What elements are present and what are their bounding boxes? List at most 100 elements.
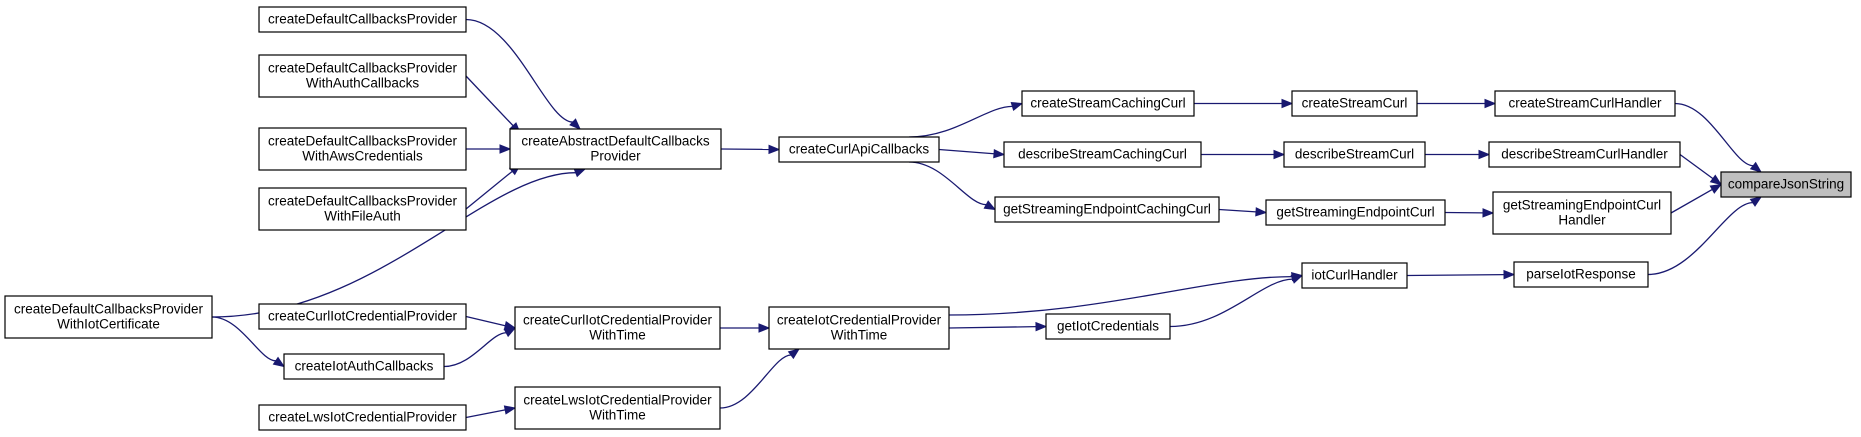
arrowhead-n9-n16 bbox=[1749, 161, 1763, 173]
node-label: createDefaultCallbacksProvider bbox=[14, 302, 204, 317]
node-createcurliotcredentialprovider[interactable]: createCurlIotCredentialProvider bbox=[258, 303, 467, 330]
arrowhead-n6-n10 bbox=[993, 148, 1006, 159]
node-box[interactable] bbox=[778, 136, 940, 163]
arrowhead-n21-n22 bbox=[1035, 321, 1048, 332]
node-label: WithIotCertificate bbox=[57, 317, 160, 332]
edge-n17-n20 bbox=[211, 316, 276, 362]
node-label: getIotCredentials bbox=[1057, 319, 1159, 334]
node-createiotauthcallbacks[interactable]: createIotAuthCallbacks bbox=[283, 353, 445, 380]
node-label: createCurlIotCredentialProvider bbox=[268, 309, 458, 324]
edge-n23-n24 bbox=[1406, 273, 1505, 277]
node-box[interactable] bbox=[1283, 141, 1426, 168]
node-createdefaultcallbacksproviderwithauthcallbacks[interactable]: createDefaultCallbacksProviderWithAuthCa… bbox=[258, 54, 467, 98]
node-box[interactable] bbox=[283, 353, 445, 380]
edge-n2-n5 bbox=[465, 75, 514, 127]
node-box[interactable] bbox=[1021, 90, 1195, 117]
node-label: createDefaultCallbacksProvider bbox=[268, 61, 458, 76]
node-getstreamingendpointcurl[interactable]: getStreamingEndpointCurl bbox=[1265, 199, 1446, 226]
node-comparejsonstring[interactable]: compareJsonString bbox=[1720, 171, 1852, 198]
node-parseiotresponse[interactable]: parseIotResponse bbox=[1513, 261, 1649, 288]
node-box[interactable] bbox=[1492, 191, 1672, 235]
node-label: createDefaultCallbacksProvider bbox=[268, 134, 458, 149]
arrowhead-n12-n16 bbox=[1709, 174, 1723, 186]
node-createstreamcachingcurl[interactable]: createStreamCachingCurl bbox=[1021, 90, 1195, 117]
node-box[interactable] bbox=[509, 128, 722, 170]
node-box[interactable] bbox=[258, 127, 467, 171]
edge-n9-n16 bbox=[1674, 102, 1754, 167]
node-label: compareJsonString bbox=[1728, 177, 1844, 192]
node-label: createStreamCurl bbox=[1302, 96, 1408, 111]
node-label: WithTime bbox=[831, 328, 888, 343]
node-getstreamingendpointcachingcurl[interactable]: getStreamingEndpointCachingCurl bbox=[994, 196, 1220, 223]
node-box[interactable] bbox=[994, 196, 1220, 223]
node-box[interactable] bbox=[258, 6, 467, 33]
node-box[interactable] bbox=[514, 386, 721, 430]
node-box[interactable] bbox=[514, 306, 721, 350]
node-box[interactable] bbox=[1291, 90, 1418, 117]
node-label: createStreamCurlHandler bbox=[1508, 96, 1662, 111]
node-createstreamcurl[interactable]: createStreamCurl bbox=[1291, 90, 1418, 117]
edge-n25-n26 bbox=[465, 409, 506, 419]
edge-n18-n19 bbox=[465, 315, 506, 327]
arrowhead-n25-n26 bbox=[503, 405, 517, 415]
node-box[interactable] bbox=[1003, 141, 1202, 168]
node-box[interactable] bbox=[1720, 171, 1852, 198]
edge-n13-n14 bbox=[1218, 208, 1257, 213]
node-box[interactable] bbox=[258, 187, 467, 231]
node-createdefaultcallbacksprovider[interactable]: createDefaultCallbacksProvider bbox=[258, 6, 467, 33]
edge-n21-n22 bbox=[948, 326, 1037, 329]
arrowhead-n22-n23 bbox=[1290, 274, 1304, 284]
node-label: createAbstractDefaultCallbacks bbox=[521, 134, 710, 149]
node-box[interactable] bbox=[1301, 262, 1408, 289]
node-label: WithFileAuth bbox=[324, 209, 401, 224]
arrowhead-n3-n5 bbox=[499, 144, 512, 154]
node-label: describeStreamCachingCurl bbox=[1018, 147, 1187, 162]
node-describestreamcachingcurl[interactable]: describeStreamCachingCurl bbox=[1003, 141, 1202, 168]
node-label: iotCurlHandler bbox=[1311, 268, 1398, 283]
node-iotcurlhandler[interactable]: iotCurlHandler bbox=[1301, 262, 1408, 289]
arrowhead-n13-n14 bbox=[1255, 207, 1268, 217]
node-box[interactable] bbox=[258, 404, 467, 431]
edge-n12-n16 bbox=[1679, 153, 1714, 180]
edge-n20-n19 bbox=[443, 332, 507, 368]
node-box[interactable] bbox=[258, 54, 467, 98]
arrowhead-n11-n12 bbox=[1478, 149, 1491, 160]
arrowhead-n19-n21 bbox=[758, 323, 771, 333]
node-box[interactable] bbox=[1045, 313, 1171, 340]
node-describestreamcurl[interactable]: describeStreamCurl bbox=[1283, 141, 1426, 168]
node-createdefaultcallbacksproviderwithawscredentials[interactable]: createDefaultCallbacksProviderWithAwsCre… bbox=[258, 127, 467, 171]
node-createlwsiotcredentialprovider[interactable]: createLwsIotCredentialProvider bbox=[258, 404, 467, 431]
node-box[interactable] bbox=[768, 306, 950, 350]
node-createcurlapicallbacks[interactable]: createCurlApiCallbacks bbox=[778, 136, 940, 163]
node-box[interactable] bbox=[1488, 141, 1681, 168]
node-box[interactable] bbox=[1513, 261, 1649, 288]
node-label: createDefaultCallbacksProvider bbox=[268, 12, 458, 27]
edge-n4-n5 bbox=[465, 170, 513, 210]
node-label: WithTime bbox=[589, 408, 646, 423]
node-box[interactable] bbox=[4, 295, 213, 339]
node-label: getStreamingEndpointCurl bbox=[1503, 198, 1661, 213]
node-box[interactable] bbox=[1494, 90, 1676, 117]
arrowhead-n5-n6 bbox=[768, 144, 781, 155]
node-box[interactable] bbox=[258, 303, 467, 330]
node-describestreamcurlhandler[interactable]: describeStreamCurlHandler bbox=[1488, 141, 1681, 168]
node-label: WithAuthCallbacks bbox=[306, 76, 420, 91]
node-label: Handler bbox=[1558, 213, 1606, 228]
node-label: createIotAuthCallbacks bbox=[295, 359, 434, 374]
node-createdefaultcallbacksproviderwithfileauth[interactable]: createDefaultCallbacksProviderWithFileAu… bbox=[258, 187, 467, 231]
edge-n6-n10 bbox=[938, 148, 995, 155]
node-label: createDefaultCallbacksProvider bbox=[268, 194, 458, 209]
node-createdefaultcallbacksproviderwithiotcertificate[interactable]: createDefaultCallbacksProviderWithIotCer… bbox=[4, 295, 213, 339]
node-label: Provider bbox=[590, 149, 641, 164]
node-getiotcredentials[interactable]: getIotCredentials bbox=[1045, 313, 1171, 340]
arrowhead-n10-n11 bbox=[1273, 149, 1286, 160]
node-box[interactable] bbox=[1265, 199, 1446, 226]
node-createstreamcurlhandler[interactable]: createStreamCurlHandler bbox=[1494, 90, 1676, 117]
edge-n6-n13 bbox=[908, 161, 987, 206]
